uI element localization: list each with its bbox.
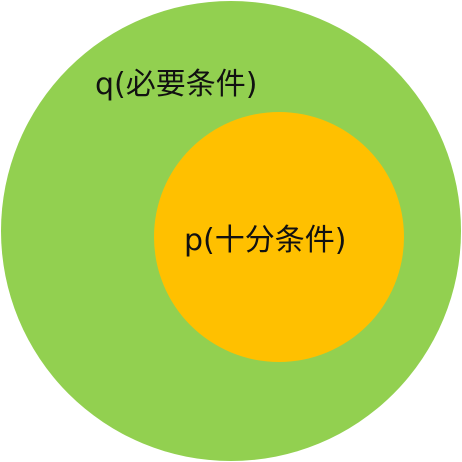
outer-label-q: q(必要条件): [95, 67, 257, 102]
inner-circle-p: [154, 112, 404, 362]
inner-label-p: p(十分条件): [184, 223, 346, 258]
